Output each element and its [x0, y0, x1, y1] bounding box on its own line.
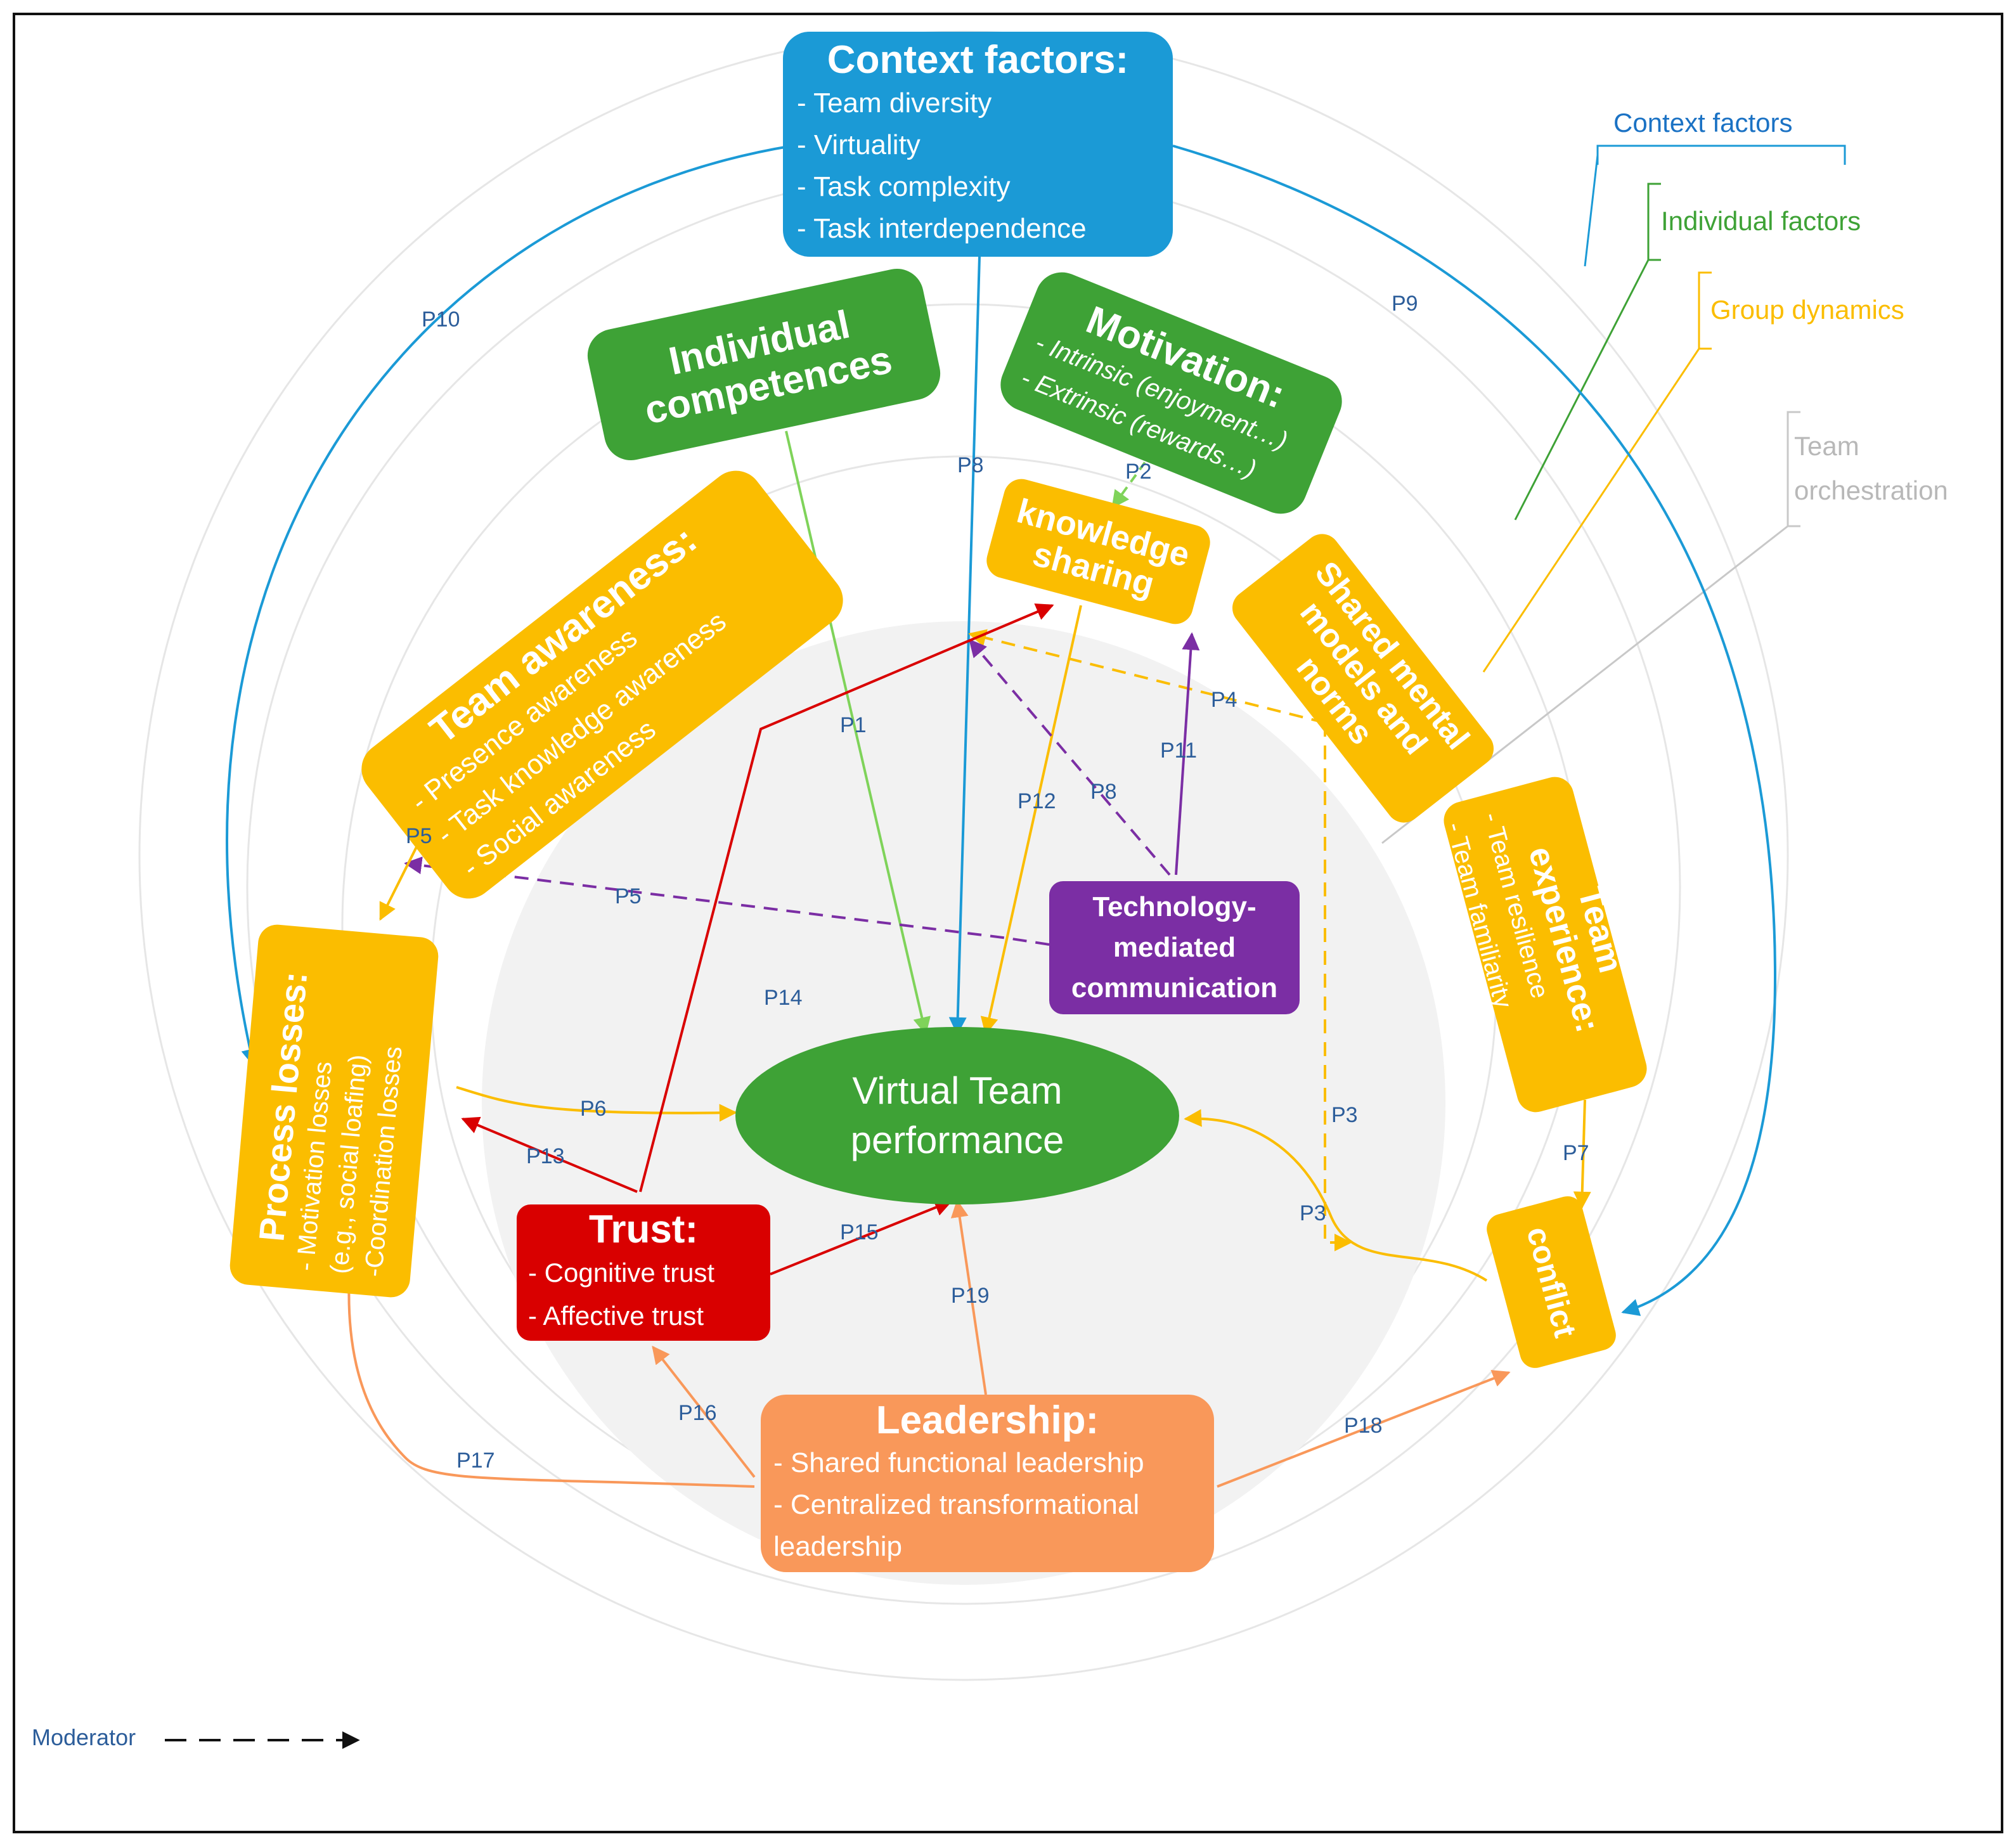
arrow-p3-moderator	[1324, 723, 1352, 1251]
trust-item: - Affective trust	[528, 1300, 704, 1331]
label-p1: P1	[840, 713, 867, 737]
arrow-p12	[980, 605, 1082, 1035]
context-item: - Task complexity	[797, 171, 1011, 202]
arrow-p2	[1111, 449, 1155, 509]
label-p2: P2	[1125, 460, 1152, 484]
technology-communication-box: Technology-mediated communication	[1049, 881, 1300, 1014]
diagram-frame	[13, 13, 2003, 1833]
legend-group-dynamics: Group dynamics	[1710, 295, 1904, 325]
context-factors-box: Context factors: - Team diversity - Virt…	[783, 32, 1173, 257]
label-p9: P9	[1392, 292, 1418, 316]
label-p19: P19	[951, 1284, 990, 1308]
label-p4: P4	[1211, 688, 1237, 712]
leadership-item: - Centralized transformational leadershi…	[773, 1489, 1140, 1563]
arrow-p18	[1217, 1370, 1511, 1488]
label-p3: P3	[1300, 1201, 1326, 1225]
virtual-team-performance: Virtual Team performance	[735, 1027, 1179, 1204]
technology-communication-title: Technology-mediated communication	[1071, 891, 1278, 1004]
label-p8-moderator: P8	[1090, 780, 1117, 804]
arrow-p3	[1184, 1109, 1488, 1282]
arrow-p7	[1573, 1099, 1591, 1210]
arrow-p9	[1172, 145, 1777, 1316]
arrow-p8-moderator	[969, 638, 1171, 876]
arrow-p6	[456, 1086, 737, 1122]
label-p8-direct: P8	[957, 453, 984, 477]
arrow-p19	[950, 1199, 987, 1395]
process-losses-box: Process losses: - Motivation losses (e.g…	[228, 923, 440, 1299]
legend-moderator: Moderator	[32, 1724, 136, 1750]
label-p5-lower: P5	[615, 884, 642, 908]
conflict-title: conflict	[1520, 1223, 1584, 1341]
arrow-p15	[770, 1199, 953, 1275]
virtual-team-performance-title: Virtual Team performance	[850, 1069, 1064, 1161]
arrow-p16	[652, 1345, 756, 1478]
legend-team-orchestration-line2: orchestration	[1794, 475, 1948, 505]
label-p6: P6	[580, 1097, 607, 1121]
label-p18: P18	[1344, 1414, 1383, 1438]
label-p17: P17	[456, 1449, 495, 1473]
arrow-p17	[341, 1241, 755, 1488]
label-p14: P14	[764, 986, 803, 1010]
context-factors-title: Context factors:	[827, 38, 1129, 82]
leadership-title: Leadership:	[876, 1398, 1099, 1442]
context-item: - Virtuality	[797, 129, 921, 160]
trust-title: Trust:	[588, 1208, 699, 1252]
arrow-p13	[461, 1116, 638, 1193]
legend-individual-factors: Individual factors	[1661, 206, 1861, 236]
arrow-p14	[639, 603, 1054, 1192]
label-p16: P16	[678, 1401, 717, 1425]
arrows	[165, 145, 1777, 1749]
arrow-p1	[785, 430, 931, 1035]
trust-box: Trust: - Cognitive trust - Affective tru…	[517, 1204, 770, 1341]
label-p15: P15	[840, 1220, 879, 1244]
context-item: - Task interdependence	[797, 212, 1087, 244]
label-p13: P13	[526, 1144, 565, 1168]
label-p12: P12	[1018, 789, 1056, 813]
arrow-p10	[226, 145, 793, 1067]
leadership-box: Leadership: - Shared functional leadersh…	[761, 1395, 1214, 1572]
arrow-p11	[1175, 632, 1200, 875]
context-item: - Team diversity	[797, 87, 992, 119]
legend-team-orchestration-line1: Team	[1794, 431, 1859, 461]
leadership-item: - Shared functional leadership	[773, 1447, 1144, 1479]
legend-context-factors: Context factors	[1613, 108, 1793, 138]
label-p5-upper: P5	[406, 824, 432, 848]
label-p11: P11	[1160, 739, 1197, 763]
arrow-p5-moderator	[404, 856, 1050, 946]
label-p7: P7	[1563, 1141, 1589, 1165]
trust-item: - Cognitive trust	[528, 1258, 715, 1288]
arrow-p4	[968, 629, 1326, 724]
label-p3-moderator: P3	[1331, 1103, 1358, 1127]
label-p10: P10	[422, 307, 460, 332]
